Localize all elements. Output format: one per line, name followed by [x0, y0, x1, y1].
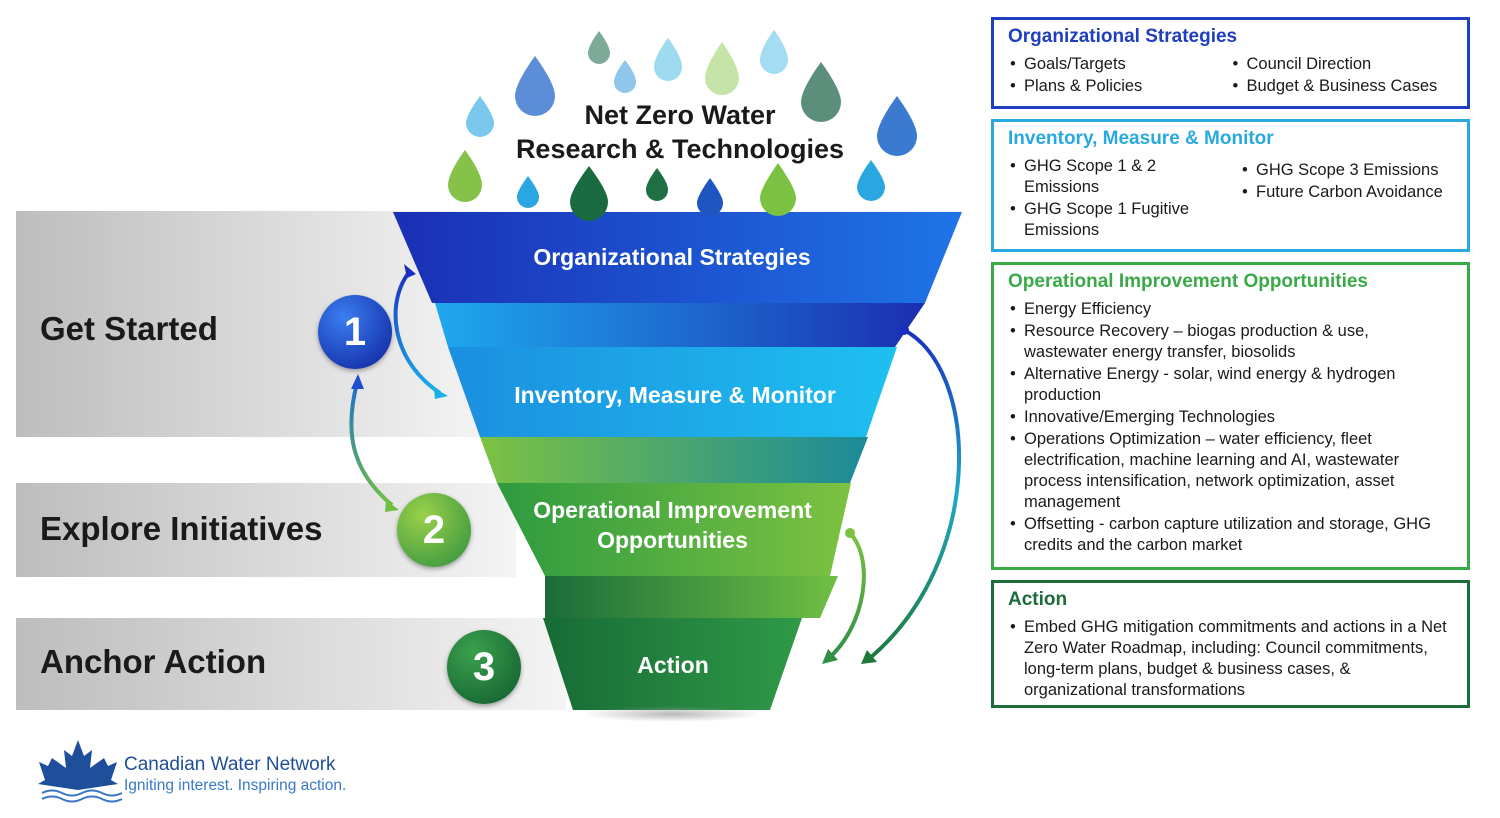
box-org-col2: Council Direction Budget & Business Case… — [1231, 54, 1454, 98]
maple-leaf-logo-icon — [38, 740, 123, 803]
arrow-2-to-1 — [349, 382, 394, 507]
logo-name: Canadian Water Network — [124, 754, 336, 775]
arrowhead-up-1 — [404, 264, 416, 278]
list-item: Plans & Policies — [1008, 76, 1231, 97]
list-item: Budget & Business Cases — [1231, 76, 1454, 97]
list-item: Alternative Energy - solar, wind energy … — [1008, 364, 1453, 406]
box-org-col1: Goals/Targets Plans & Policies — [1008, 54, 1231, 98]
drop-14 — [697, 178, 723, 216]
arrowhead-up-3 — [351, 374, 364, 389]
drop-8 — [466, 96, 494, 137]
drop-6 — [515, 56, 555, 116]
step-number-3: 3 — [447, 630, 521, 704]
funnel-label-action: Action — [637, 652, 709, 678]
water-drops — [448, 30, 917, 221]
list-item: Embed GHG mitigation commitments and act… — [1008, 617, 1453, 701]
list-item: Energy Efficiency — [1008, 299, 1453, 320]
funnel-label-inventory: Inventory, Measure & Monitor — [514, 382, 836, 408]
title-line-1: Net Zero Water — [584, 100, 776, 130]
drop-15 — [760, 163, 796, 216]
step-label-explore-initiatives: Explore Initiatives — [40, 510, 323, 547]
logo-tagline: Igniting interest. Inspiring action. — [124, 777, 347, 794]
list-item: Resource Recovery – biogas production & … — [1008, 321, 1453, 363]
ribbon-2 — [480, 437, 868, 483]
funnel-label-organizational: Organizational Strategies — [533, 244, 811, 270]
drop-1 — [588, 31, 610, 64]
drop-16 — [857, 160, 885, 201]
box-organizational-strategies: Organizational Strategies Goals/Targets … — [991, 17, 1470, 109]
arrowhead-right-2 — [434, 388, 448, 399]
drop-9 — [877, 96, 917, 156]
step-number-2: 2 — [397, 493, 471, 567]
box-operational-heading: Operational Improvement Opportunities — [1008, 271, 1368, 292]
drop-3 — [760, 30, 788, 74]
arrowhead-small — [822, 649, 838, 664]
list-item: Innovative/Emerging Technologies — [1008, 407, 1453, 428]
funnel-stage-operational — [497, 483, 851, 576]
list-item: Council Direction — [1231, 54, 1454, 75]
drop-10 — [448, 150, 482, 202]
box-operational-list: Energy Efficiency Resource Recovery – bi… — [1008, 299, 1453, 556]
drop-12 — [570, 166, 608, 221]
funnel-stage-action — [543, 618, 802, 710]
list-item: Goals/Targets — [1008, 54, 1231, 75]
box-action: Action Embed GHG mitigation commitments … — [991, 580, 1470, 708]
drop-2 — [654, 38, 682, 81]
ribbon-3 — [545, 576, 838, 618]
arrow-stage1-to-action — [868, 328, 961, 660]
list-item: Future Carbon Avoidance — [1240, 182, 1453, 203]
step-label-get-started: Get Started — [40, 310, 218, 347]
funnel-label-operational-line2: Opportunities — [597, 527, 748, 553]
list-item: Offsetting - carbon capture utilization … — [1008, 514, 1453, 556]
box-action-list: Embed GHG mitigation commitments and act… — [1008, 617, 1453, 701]
title-line-2: Research & Technologies — [515, 134, 845, 164]
funnel-stage-inventory — [448, 347, 897, 437]
drop-4 — [614, 60, 636, 93]
funnel-shadow — [582, 706, 762, 722]
drop-7 — [801, 62, 841, 122]
box-operational-improvement: Operational Improvement Opportunities En… — [991, 262, 1470, 570]
box-action-heading: Action — [1008, 589, 1068, 610]
list-item: GHG Scope 1 Fugitive Emissions — [1008, 199, 1226, 241]
drop-13 — [646, 168, 668, 201]
drop-11 — [517, 176, 539, 208]
arrowhead-big — [861, 650, 877, 664]
list-item: GHG Scope 3 Emissions — [1240, 160, 1453, 181]
arrow-1-to-stage1-and-stage2 — [393, 268, 442, 395]
arrow-dot-1 — [899, 325, 909, 335]
drop-5 — [705, 42, 739, 95]
funnel-label-operational: Operational Improvement Opportunities — [500, 495, 845, 555]
box-inventory-heading: Inventory, Measure & Monitor — [1008, 128, 1274, 149]
list-item: Operations Optimization – water efficien… — [1008, 429, 1453, 513]
box-inventory-col2: GHG Scope 3 Emissions Future Carbon Avoi… — [1226, 156, 1453, 242]
funnel-stage-organizational — [393, 212, 962, 303]
arrows — [349, 264, 961, 664]
arrow-stage3-to-action — [828, 531, 866, 659]
step-number-1: 1 — [318, 295, 392, 369]
arrow-dot-2 — [845, 528, 855, 538]
band-get-started — [16, 211, 486, 437]
box-inventory-measure-monitor: Inventory, Measure & Monitor GHG Scope 1… — [991, 119, 1470, 252]
list-item: GHG Scope 1 & 2 Emissions — [1008, 156, 1226, 198]
diagram-title: Net Zero Water Research & Technologies — [495, 98, 865, 166]
ribbon-1 — [435, 303, 925, 347]
box-org-heading: Organizational Strategies — [1008, 26, 1238, 47]
arrowhead-right-4 — [385, 500, 399, 512]
step-label-anchor-action: Anchor Action — [40, 643, 267, 680]
funnel-label-operational-line1: Operational Improvement — [533, 497, 812, 523]
box-inventory-col1: GHG Scope 1 & 2 Emissions GHG Scope 1 Fu… — [1008, 156, 1226, 242]
